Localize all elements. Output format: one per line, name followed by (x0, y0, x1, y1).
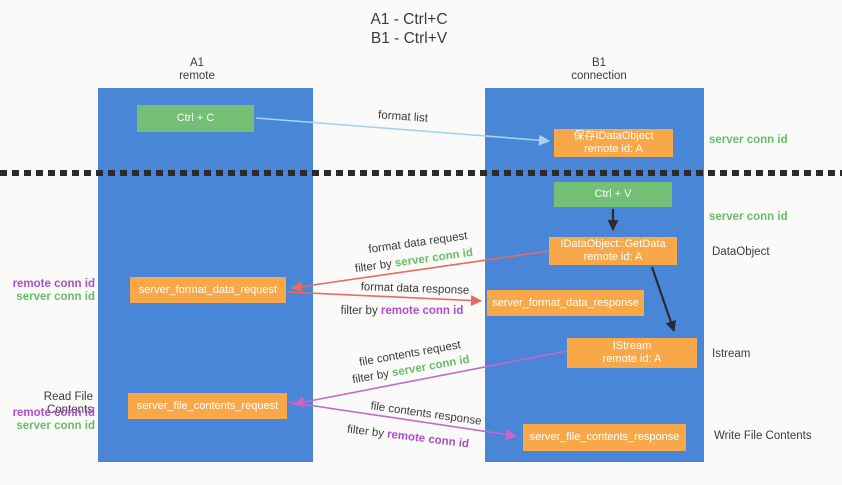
lane-b1-name: B1 (591, 57, 607, 69)
node-server-file-contents-request: server_file_contents_request (128, 393, 287, 419)
filter-by-text: filter by (340, 305, 378, 317)
lane-header-a1: A1 remote (137, 57, 257, 83)
remote-conn-id-text: remote conn id (380, 305, 464, 317)
ctrl-c-label: Ctrl + C (176, 112, 215, 124)
getdata-line2: remote id: A (583, 251, 643, 263)
title-line-1: A1 - Ctrl+C (370, 11, 448, 28)
format-response-label: server_format_data_response (492, 296, 639, 309)
dotted-divider-line (0, 170, 842, 176)
save-idataobject-line2: remote id: A (584, 143, 643, 155)
annotation-dataobject: DataObject (712, 246, 770, 258)
node-ctrl-v: Ctrl + V (554, 182, 672, 207)
node-server-file-contents-response: server_file_contents_response (523, 424, 686, 451)
node-server-format-data-response: server_format_data_response (487, 290, 644, 316)
annotation-conn-ids-file: remote conn id server conn id (0, 407, 95, 433)
arrow-getdata-to-istream (650, 266, 676, 333)
format-request-label: server_format_data_request (138, 283, 278, 296)
title-line-2: B1 - Ctrl+V (370, 30, 448, 47)
annotation-server-conn-id-mid: server conn id (709, 211, 788, 223)
getdata-line1: IDataObject::GetData (560, 238, 666, 250)
save-idataobject-line1: 保存IDataObject (573, 130, 654, 142)
node-istream: IStream remote id: A (567, 338, 697, 368)
lane-b1-sub: connection (571, 70, 627, 82)
node-ctrl-c: Ctrl + C (137, 105, 254, 132)
istream-line1: IStream (612, 340, 652, 352)
annotation-remote-conn-id-2: remote conn id (12, 407, 95, 419)
istream-line2: remote id: A (602, 353, 662, 365)
lane-a1-name: A1 (189, 57, 205, 69)
annotation-write-file-contents: Write File Contents (714, 430, 812, 442)
node-save-idataobject: 保存IDataObject remote id: A (554, 129, 673, 157)
arrow-format-data-response (286, 291, 483, 307)
arrow-file-contents-response (287, 401, 518, 441)
annotation-conn-ids-format: remote conn id server conn id (0, 278, 95, 304)
annotation-remote-conn-id-1: remote conn id (12, 278, 95, 290)
node-server-format-data-request: server_format_data_request (130, 277, 286, 303)
arrow-format-data-request (290, 250, 550, 293)
diagram-title: A1 - Ctrl+C B1 - Ctrl+V (299, 10, 519, 48)
file-request-label: server_file_contents_request (136, 399, 279, 412)
arrow-file-contents-request (292, 350, 568, 408)
lane-header-b1: B1 connection (539, 57, 659, 83)
annotation-read-file-contents: Read File Contents (43, 391, 93, 416)
annotation-server-conn-id-2: server conn id (16, 420, 95, 432)
lane-a1-sub: remote (179, 70, 215, 82)
ctrl-v-label: Ctrl + V (594, 188, 632, 200)
annotation-server-conn-id-top: server conn id (709, 134, 788, 146)
annotation-server-conn-id-1: server conn id (16, 291, 95, 303)
edge-label-filter-by-remote-conn-id-1: filter by remote conn id (341, 305, 464, 317)
file-response-label: server_file_contents_response (529, 431, 680, 443)
arrow-format-list (255, 117, 551, 146)
annotation-istream: Istream (712, 348, 751, 360)
node-idataobject-getdata: IDataObject::GetData remote id: A (549, 237, 677, 265)
